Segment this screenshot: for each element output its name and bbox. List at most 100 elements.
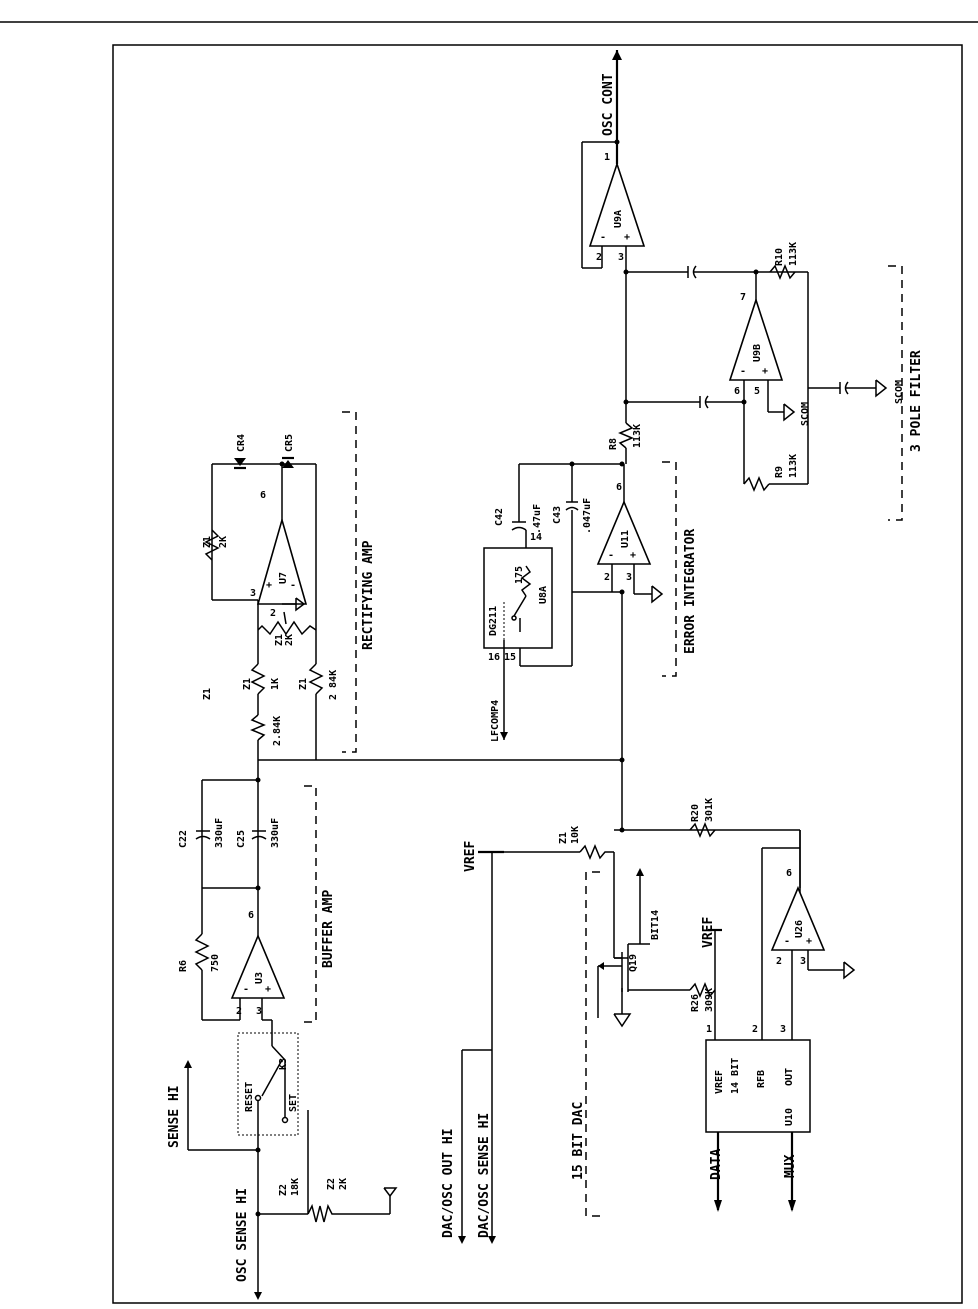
svg-text:-: - bbox=[784, 936, 790, 947]
u11-pin-3: 3 bbox=[626, 572, 632, 583]
u7-ref: U7 bbox=[278, 572, 289, 584]
q19-ref: Q19 bbox=[628, 954, 639, 972]
r20-ref: R20 bbox=[690, 804, 701, 822]
c43-ref: C43 bbox=[552, 506, 563, 524]
u26-pin-6: 6 bbox=[786, 868, 792, 879]
u10-vref-pin-label: VREF bbox=[714, 1070, 725, 1094]
sense-hi-label: SENSE HI bbox=[167, 1085, 182, 1148]
error-integrator: LFCOMP4 DG211 U8A 175 16 15 14 C42 .47uF… bbox=[483, 461, 698, 742]
r26-resistor bbox=[689, 982, 716, 998]
z1-10k-ref: Z1 bbox=[558, 832, 569, 844]
u11-pin-6: 6 bbox=[616, 482, 622, 493]
c42-value: .47uF bbox=[532, 504, 543, 534]
dac-label: 15 BIT DAC bbox=[571, 1102, 586, 1180]
r10-ref: R10 bbox=[774, 248, 785, 266]
u9b-ref: U9B bbox=[752, 344, 763, 362]
bit14-label: BIT14 bbox=[650, 910, 661, 940]
svg-text:-: - bbox=[600, 232, 606, 243]
c22-value: 330uF bbox=[214, 818, 225, 848]
r26-ref: R26 bbox=[690, 994, 701, 1012]
u10-pin-2: 2 bbox=[752, 1024, 758, 1035]
error-integrator-label: ERROR INTEGRATOR bbox=[683, 529, 698, 654]
r9-resistor bbox=[743, 476, 770, 492]
output-stage: U9A - + 2 3 1 OSC CONT bbox=[581, 50, 646, 272]
vref-dac-label: VREF bbox=[701, 917, 716, 948]
osc-sense-hi-label: OSC SENSE HI bbox=[235, 1188, 250, 1282]
r8-value: 113K bbox=[632, 424, 643, 448]
u7-pin-6: 6 bbox=[260, 490, 266, 501]
reset-label: RESET bbox=[244, 1082, 255, 1112]
dg-pin-14: 14 bbox=[530, 532, 542, 543]
scom2-label: SCOM bbox=[894, 380, 905, 404]
r10-value: 113K bbox=[788, 242, 799, 266]
dac-osc-sense-hi-label: DAC/OSC SENSE HI bbox=[477, 1113, 492, 1238]
r9-value: 113K bbox=[788, 454, 799, 478]
dac-osc-out-hi-label: DAC/OSC OUT HI bbox=[441, 1128, 456, 1238]
u3-opamp bbox=[230, 933, 286, 999]
z1-284k-b-resistor bbox=[308, 663, 324, 695]
svg-text:+: + bbox=[265, 984, 271, 995]
c25-ref: C25 bbox=[236, 830, 247, 848]
u26-pin-2: 2 bbox=[776, 956, 782, 967]
svg-text:+: + bbox=[630, 550, 636, 561]
r26-value: 309K bbox=[704, 988, 715, 1012]
u26-opamp bbox=[770, 885, 826, 951]
set-label: SET bbox=[288, 1094, 299, 1112]
z1-pot-value: 2K bbox=[284, 634, 295, 646]
z2-2k-ref: Z2 bbox=[326, 1178, 337, 1190]
svg-text:-: - bbox=[290, 580, 296, 591]
c22-ref: C22 bbox=[178, 830, 189, 848]
svg-text:-: - bbox=[608, 550, 614, 561]
svg-text:+: + bbox=[806, 936, 812, 947]
r10-resistor bbox=[769, 264, 796, 280]
u11-pin-2: 2 bbox=[604, 572, 610, 583]
svg-text:-: - bbox=[243, 984, 249, 995]
u7-opamp bbox=[256, 517, 308, 605]
u10-ref: U10 bbox=[784, 1108, 795, 1126]
u3-pin-2: 2 bbox=[236, 1006, 242, 1017]
u9a-pin-1: 1 bbox=[604, 152, 610, 163]
z1-284k-a-resistor bbox=[250, 714, 266, 741]
dac-section: DAC/OSC OUT HI DAC/OSC SENSE HI VREF Z1 … bbox=[441, 798, 856, 1244]
z2-2k-value: 2K bbox=[338, 1178, 349, 1190]
lfcomp-label: LFCOMP4 bbox=[490, 700, 501, 742]
z1-284k-b-ref: Z1 bbox=[298, 678, 309, 690]
input-network bbox=[184, 1020, 398, 1300]
u9a-pin-3: 3 bbox=[618, 252, 624, 263]
dg211-switch bbox=[483, 547, 553, 649]
filter-label: 3 POLE FILTER bbox=[909, 350, 924, 452]
dg-pin-16: 16 bbox=[488, 652, 500, 663]
buffer-amp: U3 - + 2 3 6 R6 750 C22 330uF C25 330uF … bbox=[178, 777, 336, 1023]
u9b-pin-6: 6 bbox=[734, 386, 740, 397]
c25-value: 330uF bbox=[270, 818, 281, 848]
cr4-diode bbox=[234, 458, 246, 466]
svg-text:-: - bbox=[740, 366, 746, 377]
u8a-ref: U8A bbox=[538, 586, 549, 604]
u9b-pin-5: 5 bbox=[754, 386, 760, 397]
u3-pin-3: 3 bbox=[256, 1006, 262, 1017]
rectifying-amp: U7 + - 3 2 6 Z1 2.84K Z1 1K Z1 2 84K Z1 … bbox=[202, 411, 376, 780]
k3-relay-outline bbox=[237, 1032, 299, 1136]
c43-value: .047uF bbox=[582, 498, 593, 534]
buffer-amp-label: BUFFER AMP bbox=[321, 890, 336, 968]
osc-cont-label: OSC CONT bbox=[601, 73, 616, 136]
cr5-ref: CR5 bbox=[284, 434, 295, 452]
z1-1k-ref: Z1 bbox=[242, 678, 253, 690]
r20-resistor bbox=[689, 822, 716, 838]
u10-14bit-label: 14 BIT bbox=[730, 1058, 741, 1094]
z1-1k-resistor bbox=[250, 663, 266, 695]
z1-2k-ref: Z1 bbox=[202, 536, 213, 548]
r20-value: 301K bbox=[704, 798, 715, 822]
vref-left-label: VREF bbox=[463, 841, 478, 872]
z1-284k-b-value: 2 84K bbox=[328, 670, 339, 700]
three-pole-filter: R8 113K R9 113K U9B - + 6 5 SCOM SCOM 7 bbox=[608, 242, 924, 521]
scom1-label: SCOM bbox=[800, 402, 811, 426]
z1-10k-value: 10K bbox=[570, 826, 581, 844]
u10-dac-chip bbox=[705, 1039, 811, 1133]
u26-ref: U26 bbox=[794, 920, 805, 938]
z1-10k-resistor bbox=[579, 844, 614, 860]
main-bus bbox=[316, 592, 625, 830]
dg211-ref: DG211 bbox=[488, 606, 499, 636]
z2-18k-ref: Z2 bbox=[278, 1184, 289, 1196]
